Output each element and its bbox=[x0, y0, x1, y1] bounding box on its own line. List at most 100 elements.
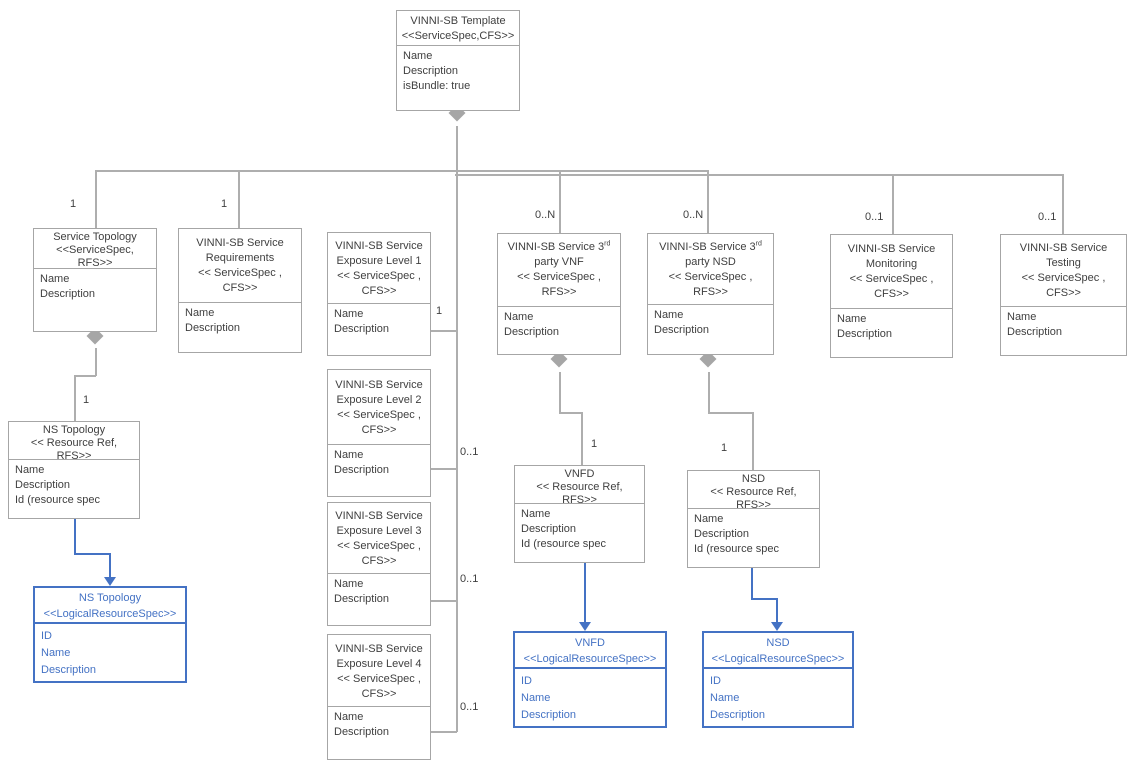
text-line: << Resource Ref, bbox=[536, 481, 623, 493]
multiplicity-label: 1 bbox=[81, 394, 92, 407]
connector-stub-exposure1 bbox=[431, 330, 457, 332]
multiplicity-label: 0..1 bbox=[458, 701, 481, 714]
connector-stub-exposure2 bbox=[431, 468, 457, 470]
class-title: Service Topology<<ServiceSpec,RFS>> bbox=[34, 229, 156, 269]
text-line: NS Topology bbox=[42, 424, 106, 436]
connector-drop-vnf3 bbox=[559, 170, 561, 233]
text-line: VINNI-SB Service bbox=[196, 237, 284, 249]
text-line: Description bbox=[185, 322, 241, 334]
text-line: VINNI-SB Service bbox=[847, 243, 936, 255]
text-line: << ServiceSpec , bbox=[337, 409, 421, 421]
superscript: rd bbox=[604, 240, 611, 248]
text-line: VINNI-SB Service bbox=[335, 643, 423, 655]
text-line: isBundle: true bbox=[403, 80, 471, 92]
connector-bus-left bbox=[95, 170, 708, 172]
text-line: Description bbox=[710, 709, 766, 721]
text-line: VINNI-SB Service 3rd bbox=[507, 240, 611, 253]
text-line: Description bbox=[521, 709, 577, 721]
text-line: Description bbox=[334, 726, 390, 738]
text-line: VNFD bbox=[575, 637, 605, 649]
text-line: <<ServiceSpec,CFS>> bbox=[401, 30, 515, 42]
blue-connector-nsd-2 bbox=[751, 598, 778, 600]
text-line: VINNI-SB Service bbox=[335, 510, 423, 522]
text-line: <<LogicalResourceSpec>> bbox=[43, 608, 177, 620]
arrow-down-icon-nsd bbox=[771, 622, 783, 631]
text-line: Description bbox=[334, 593, 390, 605]
text-line: Service Topology bbox=[53, 231, 137, 243]
text-line: Description bbox=[40, 288, 96, 300]
connector-bus-right bbox=[455, 174, 1063, 176]
text-line: party NSD bbox=[685, 256, 736, 268]
blue-connector-nstopo-3 bbox=[109, 553, 111, 579]
connector-vnf-to-vnfd-1 bbox=[559, 372, 561, 413]
multiplicity-label: 0..1 bbox=[1036, 211, 1059, 224]
text-line: ID bbox=[41, 630, 52, 642]
class-box-3rd-party-vnf: VINNI-SB Service 3rd party VNF<< Service… bbox=[497, 233, 621, 355]
multiplicity-label: 0..N bbox=[681, 209, 706, 222]
text-line: << ServiceSpec , bbox=[337, 540, 421, 552]
text-line: NSD bbox=[766, 637, 790, 649]
class-title: VINNI-SB Template<<ServiceSpec,CFS>> bbox=[397, 11, 519, 46]
text-line: Name bbox=[837, 313, 867, 325]
text-line: Description bbox=[521, 523, 577, 535]
multiplicity-label: 1 bbox=[589, 438, 600, 451]
text-line: Name bbox=[41, 647, 71, 659]
text-line: Name bbox=[185, 307, 215, 319]
text-line: CFS>> bbox=[361, 285, 397, 297]
multiplicity-label: 0..1 bbox=[458, 573, 481, 586]
multiplicity-label: 0..N bbox=[533, 209, 558, 222]
text-line: Name bbox=[654, 309, 684, 321]
class-title: NSD<< Resource Ref,RFS>> bbox=[688, 471, 819, 509]
text-line: VNFD bbox=[564, 468, 595, 480]
text-line: ID bbox=[521, 675, 532, 687]
connector-spine bbox=[456, 126, 458, 732]
multiplicity-label: 1 bbox=[68, 198, 79, 211]
blue-connector-vnfd bbox=[584, 563, 586, 623]
text-line: Description bbox=[1007, 326, 1063, 338]
text-line: << ServiceSpec , bbox=[337, 270, 421, 282]
text-line: Id (resource spec bbox=[521, 538, 606, 550]
text-line: Name bbox=[334, 578, 364, 590]
connector-drop-monitoring bbox=[892, 174, 894, 234]
text-line: << Resource Ref, bbox=[30, 437, 118, 449]
text-line: Name bbox=[403, 50, 433, 62]
text-line: Description bbox=[504, 326, 560, 338]
text-line: Description bbox=[334, 464, 390, 476]
text-line: << Resource Ref, bbox=[710, 486, 797, 498]
blue-connector-nstopo-1 bbox=[74, 519, 76, 555]
multiplicity-label: 1 bbox=[219, 198, 230, 211]
text-line: Description bbox=[837, 328, 893, 340]
text-line: <<LogicalResourceSpec>> bbox=[523, 653, 657, 665]
text-line: CFS>> bbox=[361, 688, 397, 700]
text-line: Monitoring bbox=[865, 258, 918, 270]
text-line: ID bbox=[710, 675, 721, 687]
blue-connector-nstopo-2 bbox=[74, 553, 111, 555]
class-title: VINNI-SB Service 3rd party VNF<< Service… bbox=[498, 234, 620, 307]
text-line: Name bbox=[15, 464, 45, 476]
class-title: NS Topology<< Resource Ref,RFS>> bbox=[9, 422, 139, 460]
text-line: << ServiceSpec , bbox=[517, 271, 601, 283]
connector-st-to-nstopo-3 bbox=[74, 375, 76, 421]
text-line: Description bbox=[654, 324, 710, 336]
text-line: CFS>> bbox=[1046, 287, 1081, 299]
class-box-vinni-sb-template: VINNI-SB Template<<ServiceSpec,CFS>> Nam… bbox=[396, 10, 520, 111]
text-line: NS Topology bbox=[78, 592, 142, 604]
connector-stub-exposure3 bbox=[431, 600, 457, 602]
text-line: VINNI-SB Service 3rd bbox=[659, 240, 762, 253]
connector-stub-exposure4 bbox=[431, 731, 457, 733]
connector-vnf-to-vnfd-3 bbox=[581, 412, 583, 465]
